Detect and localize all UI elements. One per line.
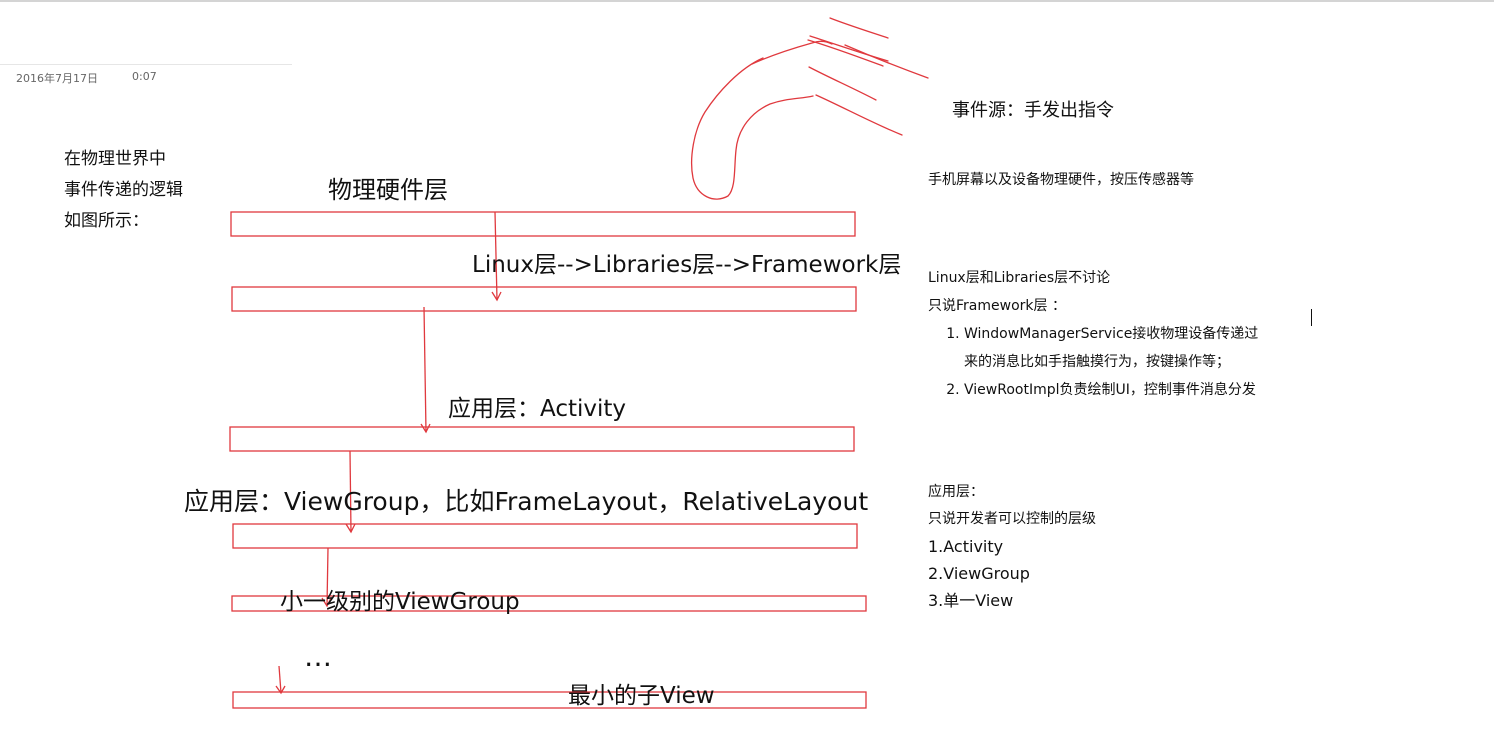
activity-layer-label: 应用层：Activity <box>448 396 627 422</box>
intro-line-2: 事件传递的逻辑 <box>64 180 183 200</box>
smallest-view-box <box>232 691 867 709</box>
arrow-framework-to-activity <box>420 306 431 434</box>
top-border <box>0 0 1494 2</box>
framework-list-item: WindowManagerService接收物理设备传递过来的消息比如手指触摸行… <box>964 320 1268 376</box>
framework-layer-box <box>231 286 857 312</box>
not-discussed-line: Linux层和Libraries层不讨论 <box>928 270 1111 286</box>
intro-text[interactable]: 在物理世界中 事件传递的逻辑 如图所示： <box>64 144 183 237</box>
level-item: 3.单一View <box>928 591 1014 610</box>
framework-only-line: 只说Framework层 ： <box>928 298 1066 314</box>
app-layer-notes[interactable]: 应用层： 只说开发者可以控制的层级 1.Activity 2.ViewGroup… <box>928 479 1096 614</box>
physical-layer-label: 物理硬件层 <box>328 176 448 204</box>
level-item: 1.Activity <box>928 537 1004 556</box>
dev-controllable-line: 只说开发者可以控制的层级 <box>928 511 1096 527</box>
smallest-view-label: 最小的子View <box>568 683 715 709</box>
note-date: 2016年7月17日 <box>16 72 98 85</box>
framework-list: WindowManagerService接收物理设备传递过来的消息比如手指触摸行… <box>928 320 1268 404</box>
smaller-viewgroup-label: 小一级别的ViewGroup <box>280 589 520 615</box>
activity-layer-box <box>229 426 855 452</box>
date-divider <box>0 64 292 65</box>
arrow-physical-to-framework <box>491 211 502 302</box>
note-time: 0:07 <box>132 70 157 83</box>
level-item: 2.ViewGroup <box>928 564 1030 583</box>
arrow-viewgroup-to-smaller <box>321 547 332 608</box>
event-source-note[interactable]: 事件源：手发出指令 <box>952 100 1114 121</box>
viewgroup-layer-box <box>232 523 858 549</box>
framework-list-item: ViewRootImpl负责绘制UI，控制事件消息分发 <box>964 376 1268 404</box>
framework-notes[interactable]: Linux层和Libraries层不讨论 只说Framework层 ： Wind… <box>928 264 1268 404</box>
arrow-activity-to-viewgroup <box>345 450 356 534</box>
smaller-viewgroup-box <box>231 595 867 612</box>
app-layer-heading: 应用层： <box>928 484 984 500</box>
text-cursor <box>1311 309 1312 326</box>
hardware-note[interactable]: 手机屏幕以及设备物理硬件，按压传感器等 <box>928 172 1194 188</box>
intro-line-3: 如图所示： <box>64 211 149 231</box>
intro-line-1: 在物理世界中 <box>64 149 166 169</box>
hand-sketch <box>690 17 929 200</box>
viewgroup-layer-label: 应用层：ViewGroup，比如FrameLayout，RelativeLayo… <box>184 487 869 516</box>
linux-chain-label: Linux层-->Libraries层-->Framework层 <box>472 252 902 278</box>
ellipsis-label: … <box>304 640 333 673</box>
arrow-to-smallest-view <box>275 665 286 695</box>
physical-layer-box <box>230 211 856 237</box>
